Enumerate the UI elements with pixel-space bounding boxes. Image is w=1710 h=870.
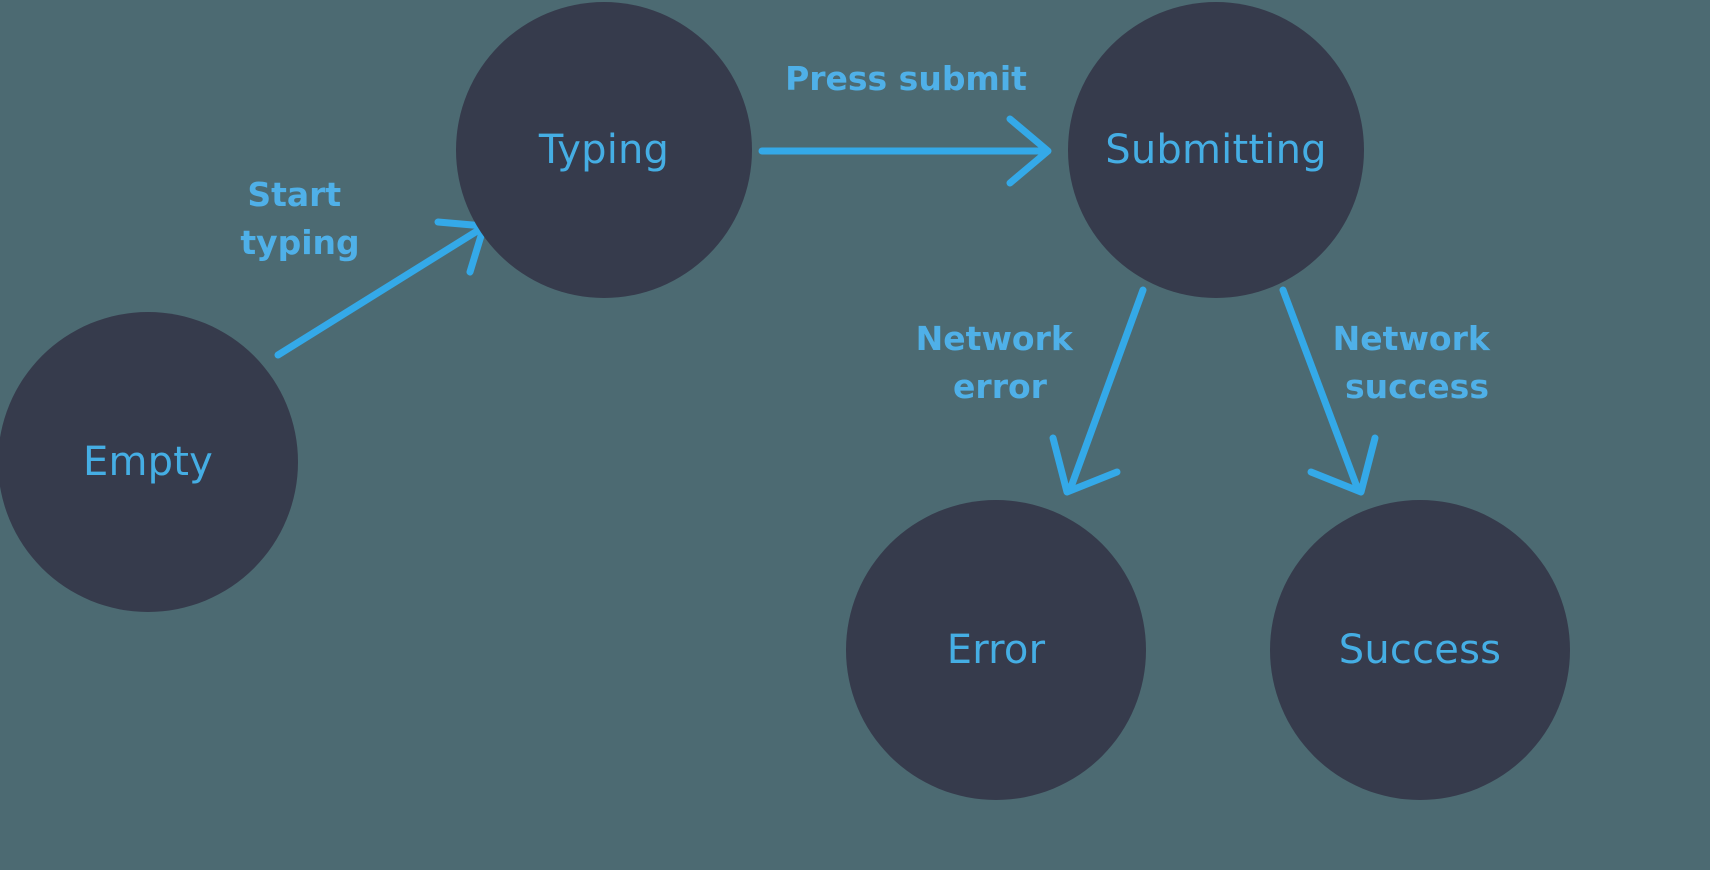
state-circle xyxy=(846,500,1146,800)
label-line: Network xyxy=(916,319,1074,358)
label-line: typing xyxy=(240,223,359,262)
state-node-typing[interactable]: Typing xyxy=(456,2,752,298)
state-circle xyxy=(0,312,298,612)
label-line: error xyxy=(953,367,1048,406)
state-node-success[interactable]: Success xyxy=(1270,500,1570,800)
state-label-error: Error xyxy=(947,627,1046,673)
transition-label-start-typing: Start typing xyxy=(240,175,359,262)
transitions-layer: Start typing Press submit Network error xyxy=(240,59,1502,496)
arrowhead-icon xyxy=(1307,434,1379,496)
state-label-success: Success xyxy=(1339,627,1501,673)
transition-line xyxy=(274,224,486,359)
transition-line xyxy=(1067,286,1147,491)
state-circle xyxy=(1068,2,1364,298)
transition-line xyxy=(1279,286,1361,491)
transition-network-success[interactable]: Network success xyxy=(1279,286,1502,496)
label-line: Start xyxy=(247,175,341,214)
label-line: success xyxy=(1345,367,1489,406)
label-line: Network xyxy=(1333,319,1491,358)
transition-start-typing[interactable]: Start typing xyxy=(240,175,488,359)
state-label-empty: Empty xyxy=(83,439,213,485)
transition-label-network-success: Network success xyxy=(1333,319,1502,406)
state-circle xyxy=(1270,500,1570,800)
transition-network-error[interactable]: Network error xyxy=(916,286,1147,496)
arrowhead-icon xyxy=(1049,434,1121,496)
state-node-empty[interactable]: Empty xyxy=(0,312,298,612)
transition-label-press-submit: Press submit xyxy=(785,59,1027,98)
state-node-submitting[interactable]: Submitting xyxy=(1068,2,1364,298)
label-line: Press submit xyxy=(785,59,1027,98)
states-layer: Empty Typing Submitting Error Success xyxy=(0,2,1570,800)
state-label-typing: Typing xyxy=(538,127,669,173)
transition-label-network-error: Network error xyxy=(916,319,1085,406)
arrowhead-icon xyxy=(1006,115,1052,187)
state-node-error[interactable]: Error xyxy=(846,500,1146,800)
state-circle xyxy=(456,2,752,298)
transition-press-submit[interactable]: Press submit xyxy=(758,59,1052,187)
state-label-submitting: Submitting xyxy=(1105,127,1326,173)
